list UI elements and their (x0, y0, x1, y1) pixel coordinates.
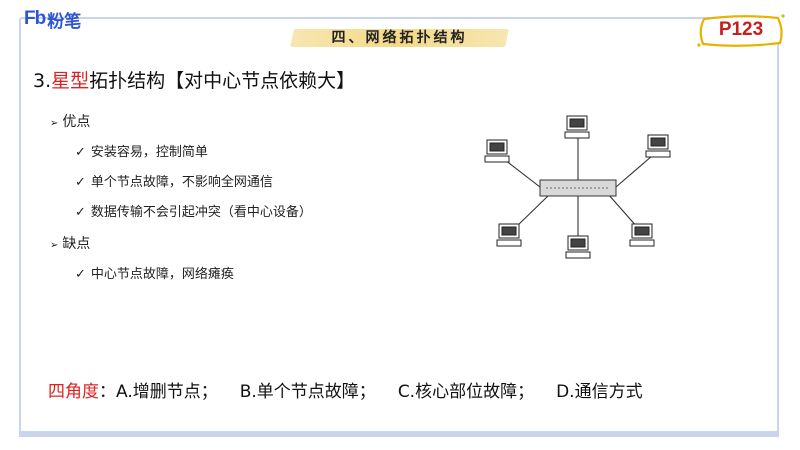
computer-icon (484, 139, 510, 163)
check-icon: ✓ (75, 145, 86, 160)
link-line (504, 159, 541, 188)
link-line (615, 155, 653, 188)
logo-mark: Fb (24, 8, 46, 29)
advantage-item: ✓数据传输不会引起冲突（看中心设备） (75, 205, 312, 220)
link-line (607, 193, 639, 229)
page-number: P123 (718, 19, 764, 40)
footer-option-d: D.通信方式 (556, 382, 643, 402)
footer-option-a: A.增删节点； (116, 382, 218, 402)
heading-number: 3. (33, 70, 52, 92)
computer-icon (564, 115, 590, 139)
computer-icon (565, 235, 591, 259)
check-icon: ✓ (75, 175, 86, 190)
logo: Fb 粉笔 (24, 8, 82, 32)
arrow-right-icon: ➢ (50, 240, 59, 251)
footer-prefix: 四角度 (48, 382, 99, 402)
section-banner: 四、网络拓扑结构 (290, 24, 509, 50)
advantage-item: ✓单个节点故障，不影响全网通信 (75, 175, 273, 190)
footer-option-b: B.单个节点故障； (239, 382, 376, 402)
heading-rest: 拓扑结构【对中心节点依赖大】 (89, 70, 356, 92)
badge-cloud-icon (697, 14, 785, 47)
computer-icon (496, 223, 522, 247)
disadvantage-item: ✓中心节点故障，网络瘫痪 (75, 267, 234, 282)
footer-option-c: C.核心部位故障； (397, 382, 535, 402)
heading-highlight: 星型 (51, 70, 90, 92)
link-line (514, 193, 551, 229)
arrow-right-icon: ➢ (50, 118, 59, 129)
page-title: 3.星型拓扑结构【对中心节点依赖大】 (33, 66, 355, 93)
hub-icon (539, 179, 617, 197)
advantages-label: ➢优点 (50, 114, 91, 130)
footer-options: 四角度：A.增删节点； B.单个节点故障； C.核心部位故障； D.通信方式 (48, 377, 643, 402)
footer-colon: ： (99, 382, 116, 402)
page-badge: P123 (696, 13, 786, 49)
banner-title: 四、网络拓扑结构 (331, 30, 468, 46)
disadvantages-label: ➢缺点 (50, 236, 91, 252)
computer-icon (629, 223, 655, 247)
computer-icon (645, 134, 671, 158)
advantage-item: ✓安装容易，控制简单 (75, 145, 208, 160)
check-icon: ✓ (75, 205, 86, 220)
logo-text: 粉笔 (47, 11, 82, 32)
star-topology-diagram (484, 115, 671, 259)
slide-frame-bottom (19, 431, 779, 437)
check-icon: ✓ (75, 267, 86, 282)
